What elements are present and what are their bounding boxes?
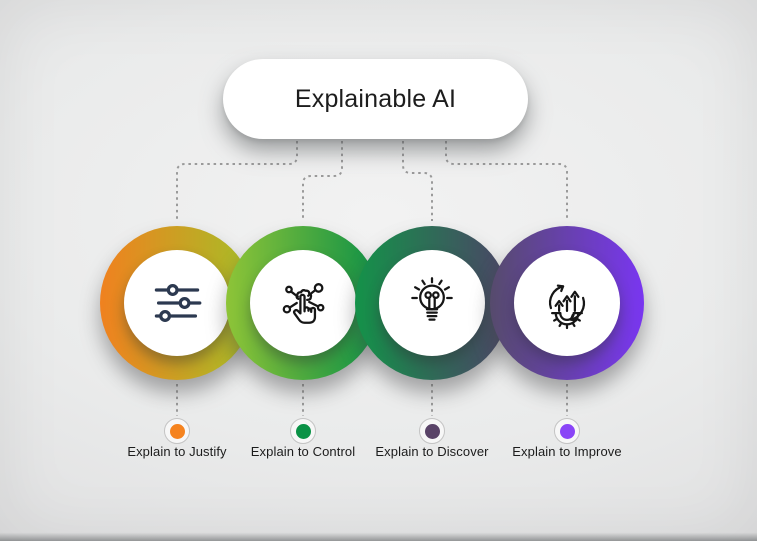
node-improve-dot bbox=[559, 423, 575, 439]
node-discover-dot bbox=[424, 423, 440, 439]
connector-justify bbox=[176, 141, 298, 221]
lightbulb-icon bbox=[411, 277, 453, 321]
node-discover-inner-circle bbox=[379, 250, 485, 356]
page-title: Explainable AI bbox=[294, 84, 457, 113]
node-justify-dot bbox=[169, 423, 185, 439]
sliders-icon bbox=[154, 284, 202, 322]
node-improve-inner-circle bbox=[514, 250, 620, 356]
connector-improve bbox=[445, 141, 568, 221]
node-justify-inner-circle bbox=[124, 250, 230, 356]
node-justify-label: Explain to Justify bbox=[127, 444, 227, 459]
touch-network-icon bbox=[282, 283, 325, 324]
node-discover-dot-ring bbox=[419, 418, 445, 444]
node-control-dot bbox=[295, 423, 311, 439]
node-control-dot-ring bbox=[290, 418, 316, 444]
node-control-ring bbox=[226, 226, 380, 380]
node-improve-ring bbox=[490, 226, 644, 380]
title-pill: Explainable AI bbox=[223, 59, 528, 139]
node-discover-ring bbox=[355, 226, 509, 380]
node-justify-dot-ring bbox=[164, 418, 190, 444]
node-improve-dot-ring bbox=[554, 418, 580, 444]
connector-control bbox=[302, 141, 343, 221]
node-improve-label: Explain to Improve bbox=[512, 444, 622, 459]
connector-discover bbox=[402, 141, 433, 221]
node-control-label: Explain to Control bbox=[250, 444, 356, 459]
gear-growth-icon bbox=[548, 284, 586, 330]
node-control-inner-circle bbox=[250, 250, 356, 356]
node-discover-label: Explain to Discover bbox=[375, 444, 489, 459]
